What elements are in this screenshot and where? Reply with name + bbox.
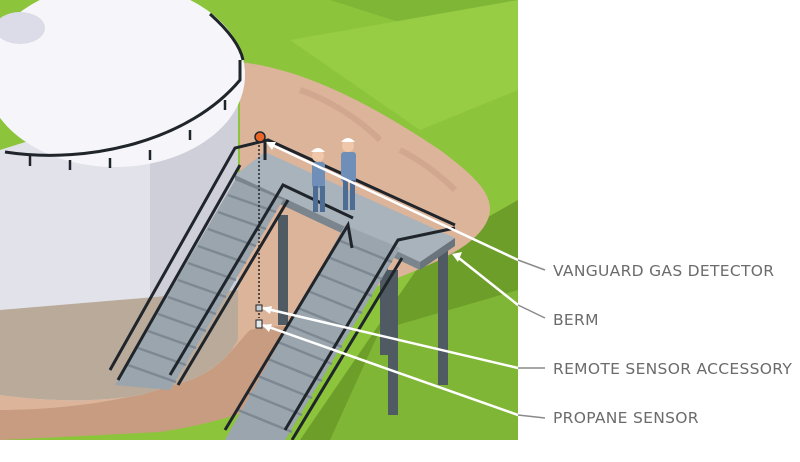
leader-lines-grey	[517, 259, 546, 419]
grass-light-band	[330, 290, 518, 440]
callout-berm: BERM	[553, 311, 599, 329]
callout-remote-sensor-accessory: REMOTE SENSOR ACCESSORY	[553, 360, 793, 378]
propane-sensor-icon	[255, 319, 263, 329]
tank-hatch	[0, 12, 45, 44]
platform-edge-right	[420, 238, 455, 270]
platform-posts	[278, 215, 448, 415]
stairs-left	[115, 180, 283, 390]
handrails	[108, 138, 456, 440]
remote-sensor-icon	[255, 304, 263, 312]
callout-propane-sensor: PROPANE SENSOR	[553, 409, 699, 427]
callout-vanguard-gas-detector: VANGUARD GAS DETECTOR	[553, 262, 775, 280]
worker-icon	[311, 148, 325, 212]
gas-detector-icon	[254, 131, 266, 143]
worker-icon	[341, 138, 356, 210]
tank-roof-rail-posts	[28, 100, 227, 170]
leader-arrowheads	[262, 142, 462, 332]
stairs-right	[225, 225, 400, 440]
tank-roof-rail	[4, 12, 245, 157]
grass-stripe	[290, 0, 518, 130]
